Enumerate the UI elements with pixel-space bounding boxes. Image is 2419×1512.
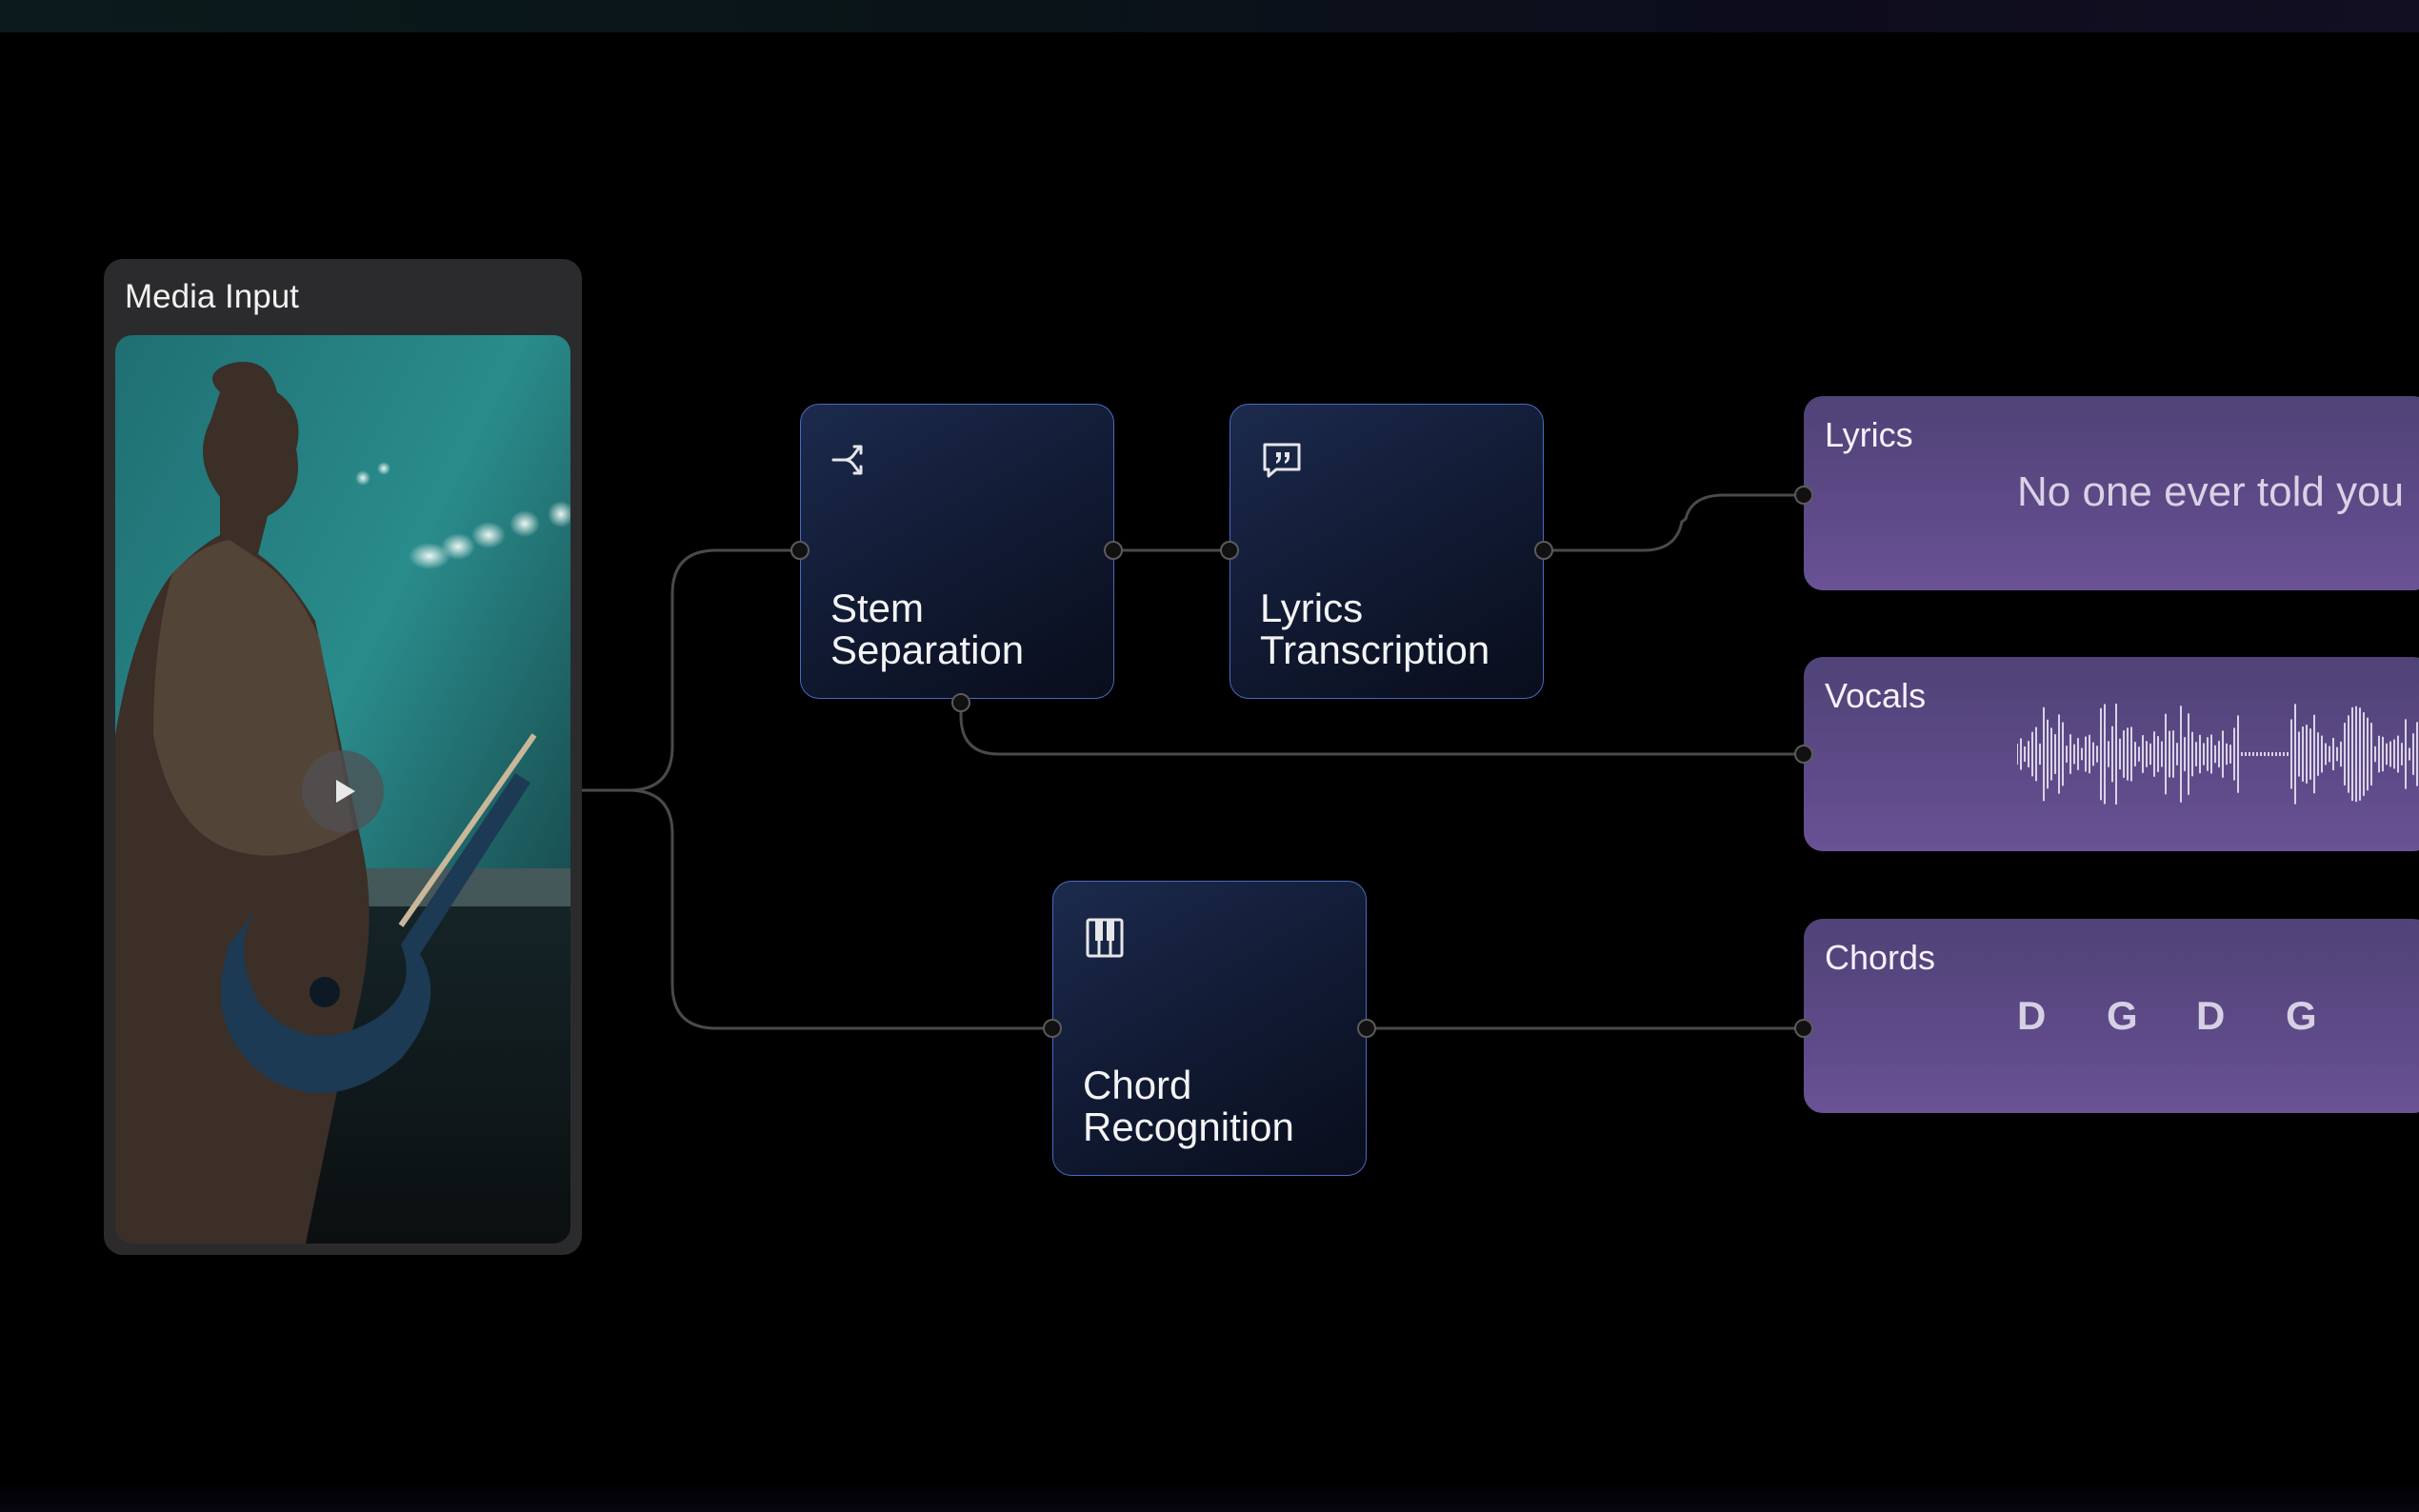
stem-input-port[interactable] (790, 541, 810, 560)
lyrics-transcription-line2: Transcription (1260, 627, 1490, 672)
connector-media-chord (628, 788, 1052, 1030)
lyrics-transcription-node[interactable]: Lyrics Transcription (1229, 404, 1544, 699)
chord-recognition-label: Chord Recognition (1083, 1064, 1294, 1148)
bottom-gradient-strip (0, 1480, 2419, 1512)
play-icon (336, 780, 355, 803)
quote-bubble-icon (1263, 443, 1301, 478)
lyrics-transcription-label: Lyrics Transcription (1260, 587, 1489, 671)
chords-output-port[interactable] (1794, 1019, 1813, 1038)
chord-output-port[interactable] (1357, 1019, 1376, 1038)
lyrics-output-port[interactable] (1794, 486, 1813, 505)
stem-bottom-port[interactable] (951, 693, 970, 712)
stem-output-port[interactable] (1104, 541, 1123, 560)
transcription-input-port[interactable] (1220, 541, 1239, 560)
media-input-title: Media Input (125, 278, 299, 315)
vocals-output-panel: Vocals (1804, 657, 2419, 851)
stem-separation-node[interactable]: Stem Separation (800, 404, 1114, 699)
chord-item: G (2286, 993, 2317, 1038)
lyrics-output-text: No one ever told you (2017, 468, 2405, 515)
chord-recognition-line1: Chord (1083, 1063, 1192, 1107)
vocals-waveform (2017, 704, 2418, 805)
top-gradient-strip (0, 0, 2419, 32)
connector-transcription-lyrics-out (1544, 493, 1804, 552)
video-scene (115, 335, 570, 1243)
media-input-card: Media Input (104, 259, 582, 1255)
chord-recognition-line2: Recognition (1083, 1104, 1294, 1149)
chords-output-title: Chords (1825, 938, 1936, 977)
play-button[interactable] (302, 750, 384, 832)
lyrics-transcription-line1: Lyrics (1260, 586, 1364, 630)
lyrics-output-panel: Lyrics No one ever told you (1804, 396, 2419, 590)
chords-output-panel: Chords D G D G (1804, 919, 2419, 1113)
piano-keys-icon (1086, 918, 1124, 958)
transcription-output-port[interactable] (1534, 541, 1553, 560)
chord-recognition-node[interactable]: Chord Recognition (1052, 881, 1367, 1176)
chord-input-port[interactable] (1043, 1019, 1062, 1038)
split-arrows-icon (831, 445, 863, 475)
vocals-output-port[interactable] (1794, 745, 1813, 764)
chord-item: D (2017, 993, 2047, 1038)
connector-stem-vocals (959, 703, 1804, 756)
connector-media-branch (582, 548, 800, 792)
chord-item: G (2107, 993, 2138, 1038)
stem-separation-line2: Separation (830, 627, 1025, 672)
stem-separation-label: Stem Separation (830, 587, 1024, 671)
stem-separation-line1: Stem (830, 586, 925, 630)
video-thumbnail[interactable] (115, 335, 570, 1243)
vocals-output-title: Vocals (1825, 676, 1927, 715)
chord-item: D (2196, 993, 2226, 1038)
lyrics-output-title: Lyrics (1825, 415, 1913, 454)
